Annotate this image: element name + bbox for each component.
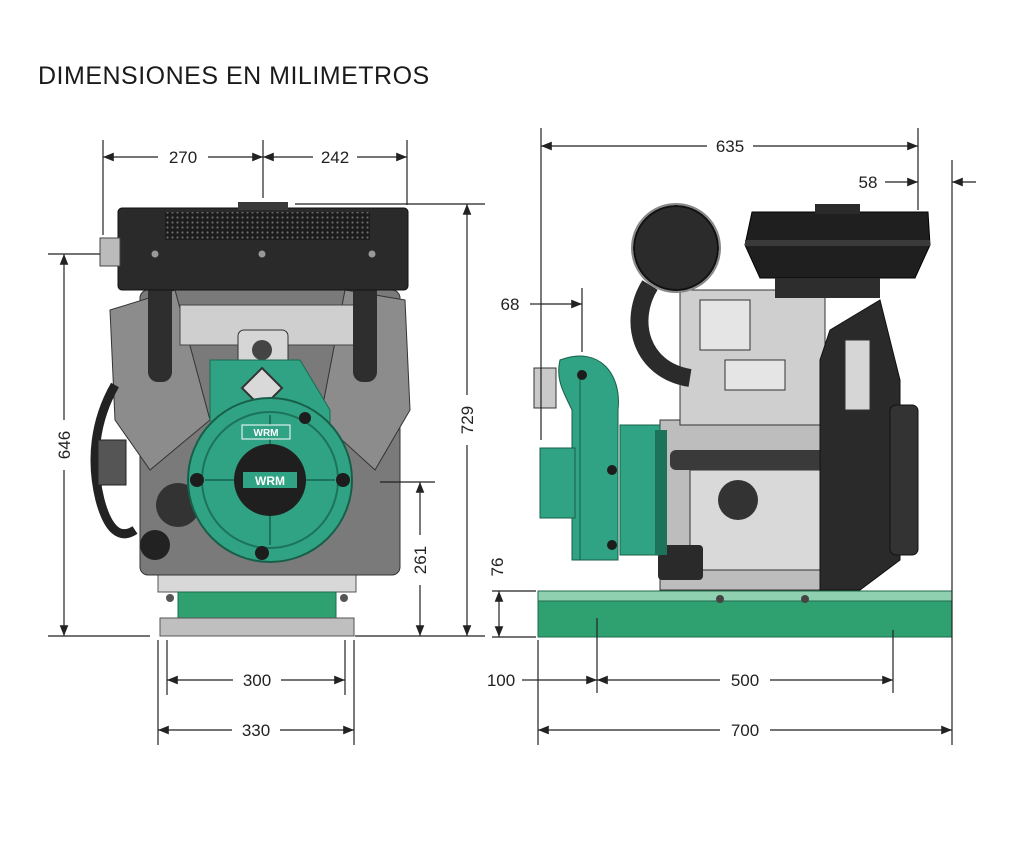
dim-270: 270 bbox=[169, 148, 197, 167]
side-engine bbox=[658, 289, 919, 591]
dim-100: 100 bbox=[487, 671, 515, 690]
hub-logo: WRM bbox=[255, 474, 285, 488]
muffler bbox=[99, 202, 409, 291]
dim-58: 58 bbox=[859, 173, 878, 192]
front-base bbox=[157, 569, 357, 637]
side-view: 635 58 68 76 100 500 700 bbox=[487, 128, 976, 745]
dim-729: 729 bbox=[458, 406, 477, 434]
dim-646: 646 bbox=[55, 431, 74, 459]
nameplate-logo: WRM bbox=[254, 428, 279, 439]
dim-76: 76 bbox=[488, 558, 507, 577]
air-filter bbox=[630, 203, 721, 387]
dim-68: 68 bbox=[501, 295, 520, 314]
dim-330: 330 bbox=[242, 721, 270, 740]
side-base bbox=[537, 590, 953, 638]
dim-635: 635 bbox=[716, 137, 744, 156]
fuel-tank bbox=[744, 204, 931, 298]
dim-500: 500 bbox=[731, 671, 759, 690]
dim-242: 242 bbox=[321, 148, 349, 167]
dim-300: 300 bbox=[243, 671, 271, 690]
front-view: WRM WRM 270 242 646 bbox=[48, 140, 485, 745]
side-pump bbox=[533, 355, 667, 561]
exhaust-pipes bbox=[148, 282, 377, 382]
dim-700: 700 bbox=[731, 721, 759, 740]
front-dimensions: 270 242 646 729 261 300 bbox=[48, 140, 485, 745]
page-title: DIMENSIONES EN MILIMETROS bbox=[38, 62, 430, 90]
engine-accessories bbox=[90, 382, 200, 560]
dim-261: 261 bbox=[411, 546, 430, 574]
side-dimensions: 635 58 68 76 100 500 700 bbox=[487, 128, 976, 745]
pump-volute: WRM WRM bbox=[187, 359, 353, 563]
